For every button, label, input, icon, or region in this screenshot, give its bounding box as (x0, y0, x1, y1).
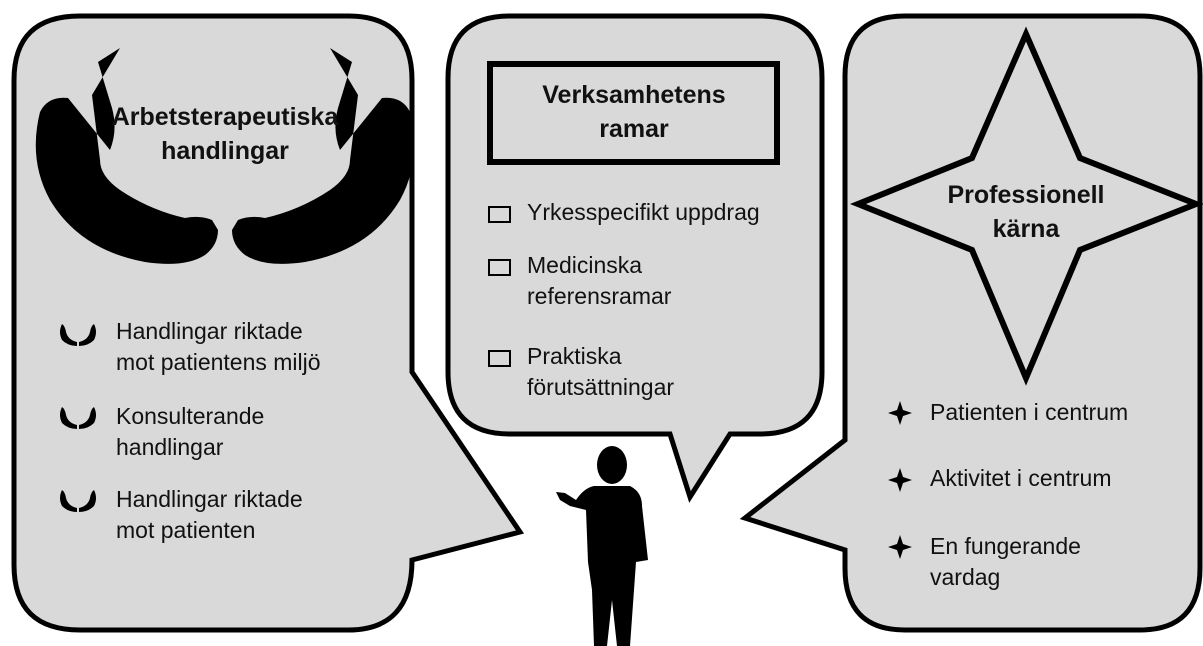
open-hands-icon (60, 490, 96, 512)
left-item-3-line-1: Handlingar riktade (116, 486, 303, 512)
left-title-line-1: Arbetsterapeutiska (111, 103, 339, 131)
right-item-2-line-1: Aktivitet i centrum (930, 465, 1112, 491)
left-item-2-line-2: handlingar (116, 434, 224, 460)
left-item-3-line-2: mot patienten (116, 517, 256, 543)
right-title-line-2: kärna (992, 215, 1060, 243)
left-item-1: Handlingar riktade mot patientens miljö (116, 316, 321, 378)
square-outline-icon (488, 206, 511, 223)
middle-title-line-1: Verksamhetens (542, 81, 726, 109)
right-item-1: Patienten i centrum (930, 397, 1128, 428)
four-point-star-icon (888, 535, 912, 559)
open-hands-icon (60, 324, 96, 346)
left-title: Arbetsterapeutiska handlingar (70, 100, 380, 168)
four-point-star-icon (888, 468, 912, 492)
middle-item-2: Medicinska referensramar (527, 250, 671, 312)
left-title-line-2: handlingar (161, 137, 289, 165)
title-frame (487, 61, 780, 165)
middle-item-3-line-2: förutsättningar (527, 374, 675, 400)
middle-item-2-line-1: Medicinska (527, 252, 643, 278)
middle-title: Verksamhetens ramar (496, 78, 772, 146)
right-item-3-line-2: vardag (930, 564, 1001, 590)
left-item-1-line-2: mot patientens miljö (116, 349, 321, 375)
square-outline-icon (488, 350, 511, 367)
four-point-star-icon (888, 401, 912, 425)
right-item-2: Aktivitet i centrum (930, 463, 1112, 494)
middle-item-3-line-1: Praktiska (527, 343, 622, 369)
right-item-3-line-1: En fungerande (930, 533, 1081, 559)
right-title-line-1: Professionell (947, 181, 1105, 209)
left-item-1-line-1: Handlingar riktade (116, 318, 303, 344)
middle-item-2-line-2: referensramar (527, 283, 672, 309)
left-item-2-line-1: Konsulterande (116, 403, 265, 429)
right-title: Professionell kärna (926, 178, 1126, 246)
right-item-3: En fungerande vardag (930, 531, 1081, 593)
middle-item-1-line-1: Yrkesspecifikt uppdrag (527, 199, 760, 225)
left-item-3: Handlingar riktade mot patienten (116, 484, 303, 546)
person-silhouette (556, 446, 648, 646)
square-outline-icon (488, 259, 511, 276)
right-item-1-line-1: Patienten i centrum (930, 399, 1129, 425)
left-item-2: Konsulterande handlingar (116, 401, 264, 463)
middle-speech-bubble (445, 13, 825, 503)
middle-item-1: Yrkesspecifikt uppdrag (527, 197, 760, 228)
four-point-star-icon (849, 26, 1203, 386)
middle-title-line-2: ramar (599, 115, 669, 143)
open-hands-icon (35, 48, 415, 264)
middle-item-3: Praktiska förutsättningar (527, 341, 674, 403)
open-hands-icon (60, 407, 96, 429)
